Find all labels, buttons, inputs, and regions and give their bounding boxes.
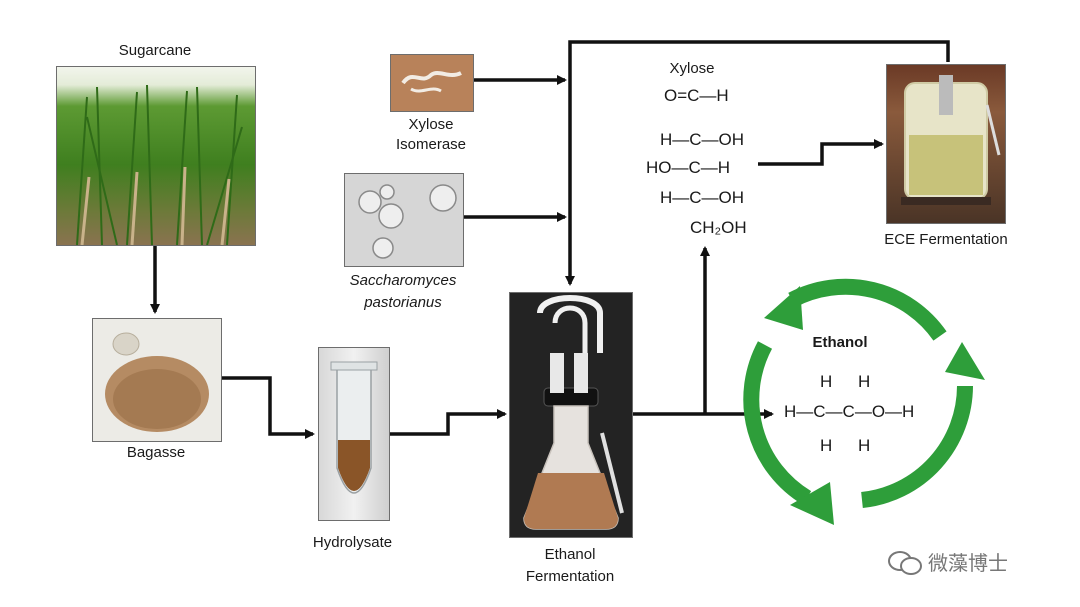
xylose-isomerase-photo xyxy=(390,54,474,112)
label-ethanol-fermentation-2: Fermentation xyxy=(525,568,615,585)
xylose-row-2: H—C—OH xyxy=(660,130,745,149)
xylose-row-4: H—C—OH xyxy=(660,188,745,207)
recycle-arrows xyxy=(743,278,973,508)
xylose-row-5: CH₂OH xyxy=(690,218,747,237)
xylose-row-1: O=C—H xyxy=(664,86,729,105)
arrow-bagasse-to-hydrolysate xyxy=(222,376,315,439)
label-saccharomyces-1: Saccharomyces xyxy=(349,272,457,289)
arrow-xylose-to-ece xyxy=(758,139,884,166)
watermark: 微藻博士 xyxy=(888,546,1008,576)
label-ethanol-title: Ethanol xyxy=(812,334,868,351)
label-ece-fermentation: ECE Fermentation xyxy=(884,231,1008,248)
saccharomyces-photo xyxy=(344,173,464,267)
label-bagasse: Bagasse xyxy=(126,444,186,461)
ethanol-main: H—C—C—O—H xyxy=(784,402,915,421)
sugarcane-photo xyxy=(56,66,256,246)
watermark-text: 微藻博士 xyxy=(928,550,1008,575)
bagasse-photo xyxy=(92,318,222,442)
label-xylose-isomerase-2: Isomerase xyxy=(395,136,467,153)
ethanol-bot-h2: H xyxy=(858,436,871,455)
wechat-icon xyxy=(888,549,922,575)
xylose-row-3: HO—C—H xyxy=(646,158,731,177)
label-sugarcane: Sugarcane xyxy=(118,42,192,59)
arrow-hydrolysate-to-fermentation xyxy=(389,409,507,436)
ethanol-fermentation-photo xyxy=(509,292,633,538)
ethanol-bot-h1: H xyxy=(820,436,833,455)
label-hydrolysate: Hydrolysate xyxy=(312,534,393,551)
hydrolysate-photo xyxy=(318,347,390,521)
ece-fermentation-photo xyxy=(886,64,1006,224)
arrow-loop-to-flask xyxy=(565,40,950,286)
label-saccharomyces-2: pastorianus xyxy=(364,294,442,311)
ethanol-top-h2: H xyxy=(858,372,871,391)
ethanol-top-h1: H xyxy=(820,372,833,391)
label-ethanol-fermentation-1: Ethanol xyxy=(544,546,596,563)
label-xylose-title: Xylose xyxy=(669,60,715,77)
label-xylose-isomerase-1: Xylose xyxy=(408,116,454,133)
